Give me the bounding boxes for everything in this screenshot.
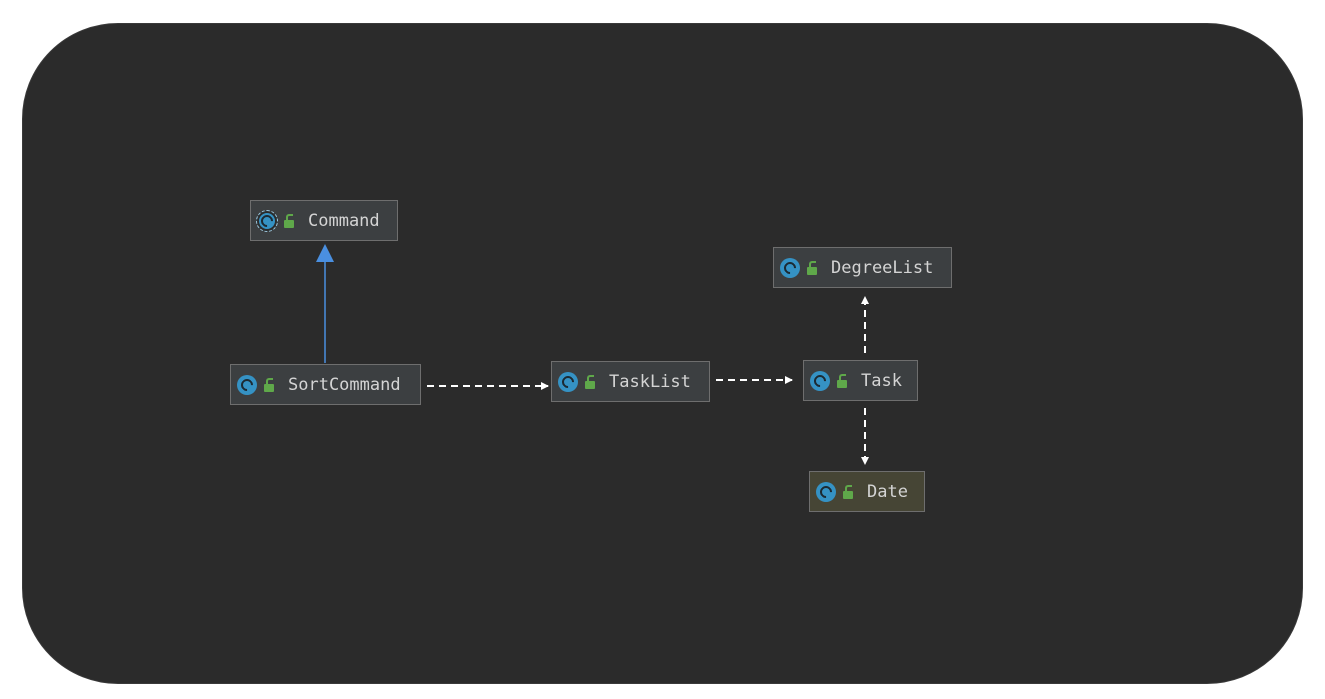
- public-icon: [585, 374, 595, 389]
- node-date[interactable]: Date: [809, 471, 925, 512]
- node-label: Command: [308, 210, 380, 231]
- class-icon: [237, 374, 257, 395]
- node-tasklist[interactable]: TaskList: [551, 361, 710, 402]
- abstract-class-icon: [256, 209, 278, 232]
- diagram-canvas: [22, 23, 1303, 684]
- node-command[interactable]: Command: [250, 200, 398, 241]
- public-icon: [264, 377, 274, 392]
- class-icon: [780, 257, 800, 278]
- class-icon: [558, 371, 578, 392]
- public-icon: [807, 260, 817, 275]
- node-task[interactable]: Task: [803, 360, 918, 401]
- node-label: Date: [867, 481, 908, 502]
- public-icon: [843, 484, 853, 499]
- public-icon: [284, 213, 294, 228]
- class-icon: [810, 370, 830, 391]
- node-label: TaskList: [609, 371, 691, 392]
- public-icon: [837, 373, 847, 388]
- class-icon: [816, 481, 836, 502]
- node-degreelist[interactable]: DegreeList: [773, 247, 952, 288]
- node-label: Task: [861, 370, 902, 391]
- node-label: DegreeList: [831, 257, 934, 278]
- node-label: SortCommand: [288, 374, 401, 395]
- node-sortcommand[interactable]: SortCommand: [230, 364, 421, 405]
- extends-arrowhead: [316, 244, 334, 262]
